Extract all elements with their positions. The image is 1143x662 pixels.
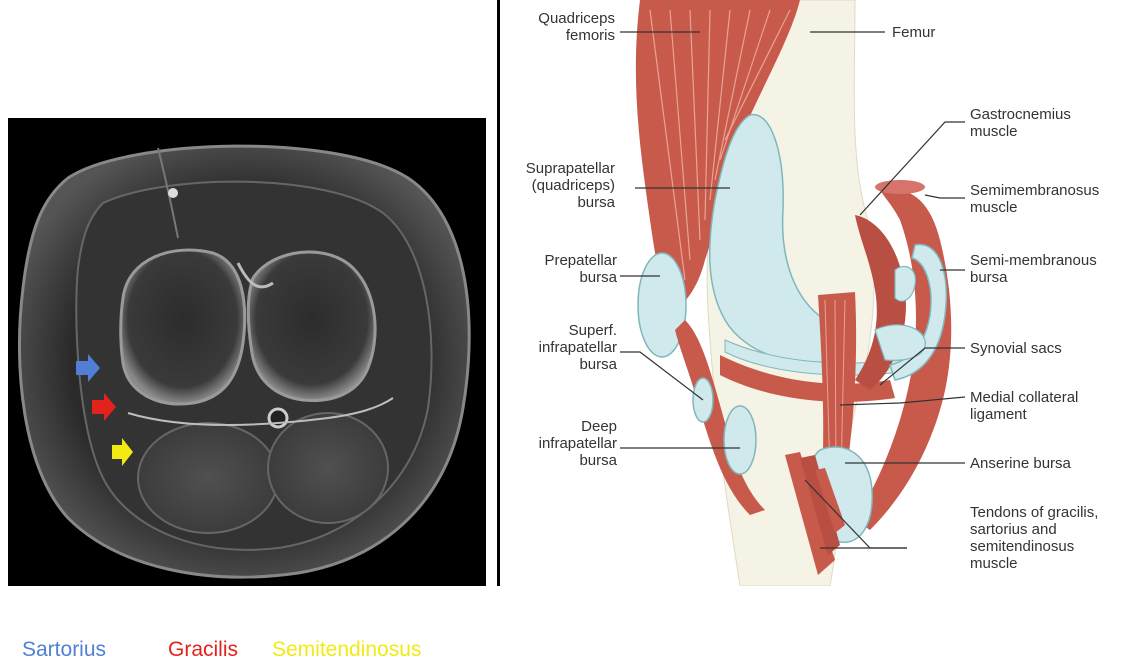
label-synovial-sacs: Synovial sacs bbox=[970, 340, 1062, 357]
label-tendons: Tendons of gracilis, sartorius and semit… bbox=[970, 504, 1098, 572]
label-gastrocnemius-muscle: Gastrocnemius muscle bbox=[970, 106, 1071, 140]
mri-image bbox=[8, 118, 486, 586]
label-medial-collateral-ligament: Medial collateral ligament bbox=[970, 389, 1078, 423]
knee-illustration bbox=[500, 0, 1143, 586]
label-prepatellar-bursa: Prepatellar bursa bbox=[544, 252, 617, 286]
label-sartorius: Sartorius bbox=[22, 638, 106, 662]
mri-lateral-condyle bbox=[248, 252, 375, 401]
deep-infrapatellar-bursa-shape bbox=[724, 406, 756, 474]
mri-posterior-muscle-right bbox=[268, 413, 388, 523]
label-semimembranosus-muscle: Semimembranosus muscle bbox=[970, 182, 1099, 216]
label-suprapatellar-bursa: Suprapatellar (quadriceps) bursa bbox=[526, 160, 615, 211]
mri-medial-condyle bbox=[121, 250, 245, 404]
label-gracilis: Gracilis bbox=[168, 638, 238, 662]
mri-panel: Sartorius Gracilis Semitendinosus bbox=[8, 118, 486, 586]
label-semi-membranous-bursa: Semi-membranous bursa bbox=[970, 252, 1097, 286]
label-superf-infrapatellar-bursa: Superf. infrapatellar bursa bbox=[539, 322, 617, 373]
mri-posterior-muscle-left bbox=[138, 423, 278, 533]
label-anserine-bursa: Anserine bursa bbox=[970, 455, 1071, 472]
label-femur: Femur bbox=[892, 24, 935, 41]
label-deep-infrapatellar-bursa: Deep infrapatellar bursa bbox=[539, 418, 617, 469]
label-quadriceps-femoris: Quadriceps femoris bbox=[538, 10, 615, 44]
label-semitendinosus: Semitendinosus bbox=[272, 638, 421, 662]
knee-anatomy-panel: Quadriceps femoris Suprapatellar (quadri… bbox=[500, 0, 1143, 586]
